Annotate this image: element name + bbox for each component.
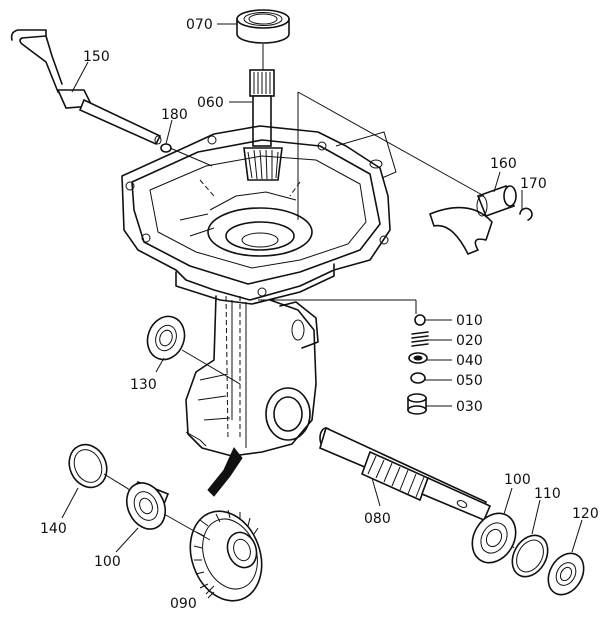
bearing-100-right xyxy=(471,512,517,564)
label-160: 160 xyxy=(490,156,517,172)
snap-ring-110 xyxy=(511,534,549,578)
leader-lines xyxy=(61,23,583,595)
ball-010 xyxy=(414,314,426,326)
label-050: 050 xyxy=(456,373,483,389)
label-120: 120 xyxy=(572,506,599,522)
shim-140 xyxy=(68,443,108,489)
label-080: 080 xyxy=(364,511,391,527)
o-ring-180 xyxy=(160,143,172,153)
label-020: 020 xyxy=(456,333,483,349)
pinion-shaft-060 xyxy=(243,69,283,181)
bearing-130 xyxy=(146,315,186,361)
bearing-100-left xyxy=(125,481,170,530)
bevel-gear-090 xyxy=(189,509,263,602)
label-180: 180 xyxy=(161,107,188,123)
label-040: 040 xyxy=(456,353,483,369)
shift-fork-160 xyxy=(429,184,517,255)
part-labels: 070 150 180 060 160 170 010 020 040 050 … xyxy=(40,17,599,612)
label-130: 130 xyxy=(130,377,157,393)
bearing-120 xyxy=(547,552,585,596)
label-090: 090 xyxy=(170,596,197,612)
label-110: 110 xyxy=(534,486,561,502)
label-070: 070 xyxy=(186,17,213,33)
washer-040 xyxy=(408,352,428,364)
label-150: 150 xyxy=(83,49,110,65)
shift-lever-150 xyxy=(10,29,162,146)
label-100-right: 100 xyxy=(504,472,531,488)
gear-case-housing xyxy=(121,125,397,305)
lower-housing xyxy=(185,295,319,497)
assembly-lines xyxy=(103,44,515,549)
clip-170 xyxy=(519,207,533,221)
label-170: 170 xyxy=(520,176,547,192)
output-shaft-080 xyxy=(319,426,492,522)
plug-030 xyxy=(407,393,427,415)
o-ring-050 xyxy=(410,372,426,384)
label-060: 060 xyxy=(197,95,224,111)
spring-020 xyxy=(411,331,429,347)
label-140: 140 xyxy=(40,521,67,537)
bearing-070 xyxy=(236,9,290,44)
label-010: 010 xyxy=(456,313,483,329)
label-100-left: 100 xyxy=(94,554,121,570)
label-030: 030 xyxy=(456,399,483,415)
